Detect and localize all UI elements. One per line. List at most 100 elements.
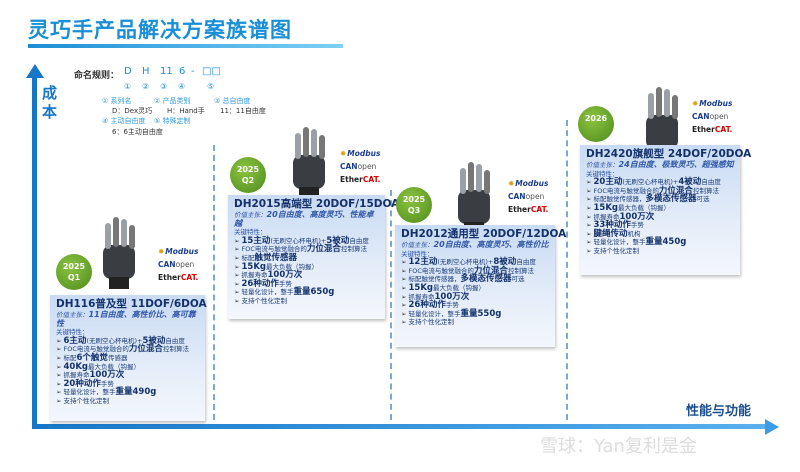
code-part: 11 — [160, 66, 173, 77]
feature-item: 支持个性化定制 — [56, 397, 199, 406]
code-number: ① — [124, 82, 132, 91]
feature-text: 最大负载（钩握） — [433, 283, 486, 292]
cat-text: CAT. — [714, 125, 733, 134]
feature-text: 4被动 — [678, 177, 702, 188]
feature-item: FOC电流与触觉融合的力位混合控制算法 — [234, 245, 379, 254]
can-text: CAN — [340, 162, 358, 171]
value-proposition: 价值主张：24自由度、极致灵巧、超强感知 — [586, 160, 734, 170]
x-axis-arrow — [765, 419, 779, 435]
open-text: open — [357, 162, 377, 171]
features-label: 关键特性： — [401, 249, 434, 258]
feature-text: 支持个性化定制 — [593, 246, 640, 255]
badge-quarter: Q2 — [241, 176, 255, 185]
badge-year: 2025 — [62, 262, 86, 271]
feature-text: 100万次 — [89, 370, 125, 381]
feature-text: 力位混合 — [128, 344, 163, 355]
feature-text: 26种动作 — [241, 278, 279, 289]
value-label: 价值主张： — [234, 211, 267, 219]
feature-item: FOC电流与触觉融合的力位混合控制算法 — [586, 185, 734, 196]
ethercat-logo: EtherCAT. — [692, 123, 732, 136]
feature-text: 抓握寿命 — [593, 212, 620, 221]
feature-item: 15主动(无刷空心杯电机)+5被动自由度 — [234, 235, 379, 246]
feature-text: 最大负载（钩握） — [618, 203, 671, 212]
feature-text: 自由度 — [349, 236, 369, 245]
badge-year: 2025 — [236, 165, 260, 174]
canopen-logo: CANopen — [158, 258, 198, 271]
can-text: CAN — [692, 112, 710, 121]
feature-item: 轻量化设计，整手重量490g — [56, 388, 199, 397]
feature-text: 力位混合 — [658, 185, 693, 196]
feature-text: 自由度 — [516, 258, 536, 267]
feature-text: 26种动作 — [408, 300, 446, 311]
feature-item: 40Kg最大负载（钩握） — [56, 361, 199, 372]
feature-text: 多模态传感器 — [645, 194, 697, 205]
title-underline — [28, 44, 343, 48]
value-text: 20自由度、高度灵巧、性能卓越 — [234, 210, 374, 228]
feature-text: 控制算法 — [340, 245, 367, 254]
product-title: DH116普及型 11DOF/6DOA — [56, 298, 207, 310]
feature-item: 26种动作手势 — [234, 278, 379, 289]
code-part: □□ — [202, 66, 221, 77]
feature-item: 20种动作手势 — [56, 378, 199, 389]
legend-example: D：Dex灵巧 — [112, 107, 153, 115]
legend-item: ① 系列名 — [102, 97, 132, 105]
page-title: 灵巧手产品解决方案族谱图 — [28, 18, 292, 42]
code-part: H — [142, 66, 150, 77]
feature-text: 6个触觉 — [76, 352, 108, 363]
feature-item: 轻量化设计，整手重量650g — [234, 288, 379, 297]
cat-text: CAT. — [180, 273, 199, 282]
code-number: ⑤ — [207, 82, 215, 91]
open-text: open — [175, 260, 195, 269]
feature-text: 轻量化设计，整手 — [241, 288, 294, 297]
divider — [390, 190, 392, 420]
feature-item: 12主动(无刷空心杯电机)+8被动自由度 — [401, 258, 549, 267]
feature-text: 15主动 — [241, 235, 271, 246]
dexterous-hand-image — [458, 162, 490, 234]
feature-text: 多模态传感器 — [460, 274, 512, 285]
badge-year: 2026 — [584, 114, 608, 123]
value-proposition: 价值主张：20自由度、高度灵巧、高性价比 — [401, 240, 549, 250]
feature-item: FOC电流与触觉融合的力位混合控制算法 — [401, 266, 549, 276]
ether-text: Ether — [508, 205, 531, 214]
feature-text: 力位混合 — [306, 244, 341, 255]
feature-item: 支持个性化定制 — [234, 297, 379, 306]
badge-year: 2025 — [402, 195, 426, 204]
can-text: CAN — [158, 260, 176, 269]
naming-label: 命名规则： — [74, 71, 120, 81]
feature-text: 可选 — [696, 195, 710, 204]
feature-item: 支持个性化定制 — [401, 318, 549, 327]
features-label: 关键特性： — [234, 228, 267, 237]
feature-text: FOC电流与触觉融合的 — [408, 266, 474, 275]
product-title: DH2015高端型 20DOF/15DOA — [234, 198, 400, 210]
feature-text: 控制算法 — [507, 266, 534, 275]
feature-text: 40Kg — [63, 361, 89, 372]
feature-text: FOC电流与触觉融合的 — [241, 245, 307, 254]
feature-text: 机构 — [627, 229, 641, 238]
feature-text: 15Kg — [408, 282, 434, 293]
value-label: 价值主张： — [586, 161, 619, 169]
code-part: 6 — [179, 66, 186, 77]
feature-text: 标配 — [241, 253, 255, 262]
y-axis-label: 成本 — [42, 84, 58, 121]
feature-text: 可选 — [511, 275, 525, 284]
feature-item: 抓握寿命100万次 — [401, 292, 549, 302]
code-number: ④ — [178, 82, 186, 91]
feature-text: 33种动作 — [593, 220, 631, 231]
y-axis — [32, 76, 37, 428]
ether-text: Ether — [340, 175, 363, 184]
feature-text: 标配触觉传感器， — [408, 275, 461, 284]
feature-text: 重量650g — [293, 287, 335, 298]
modbus-logo: Modbus — [508, 177, 548, 190]
open-text: open — [525, 192, 545, 201]
feature-text: 6主动 — [63, 335, 87, 346]
code-number: ③ — [160, 82, 168, 91]
feature-text: 20种动作 — [63, 378, 101, 389]
feature-text: 抓握寿命 — [241, 271, 268, 280]
feature-text: 轻量化设计，整手 — [63, 388, 116, 397]
legend-example: H：Hand手 — [167, 107, 205, 115]
